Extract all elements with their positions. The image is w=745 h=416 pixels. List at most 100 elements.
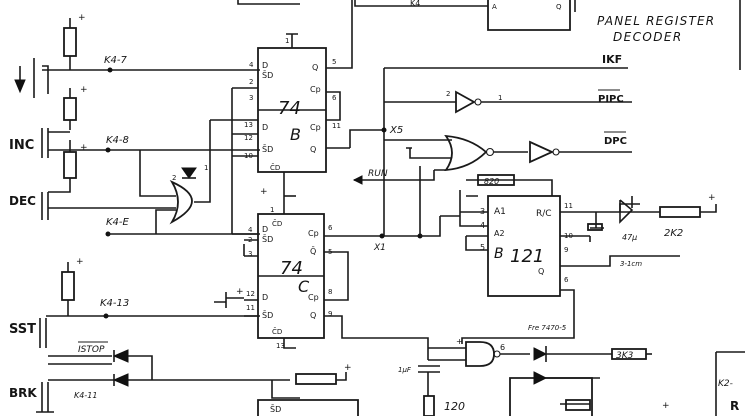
connector-pin-k4-13: K4-13 (100, 298, 129, 309)
plus-sign: + (708, 193, 716, 203)
ic-121-pin-num: 9 (564, 246, 568, 254)
ic-74-b-cp-feedback (326, 91, 341, 121)
down-arrow-head (14, 79, 26, 94)
ic-74-b-pin-name: S̄D (262, 70, 273, 80)
resistor-2k2 (659, 206, 701, 218)
resistor-120 (423, 395, 435, 416)
ic-74-c-pin-name: D (262, 225, 268, 234)
ic-121-q-out (461, 255, 680, 344)
right-partial-wire (715, 351, 745, 416)
ic-74-b-inputs (210, 87, 285, 234)
nand-gate-pin: 6 (500, 343, 505, 352)
x1-to-121 (420, 216, 441, 237)
connector-pin-k4-11: K4-11 (74, 391, 97, 400)
ic-121 (487, 195, 561, 297)
ic-121-pin-name: R/C (536, 209, 552, 219)
resistor-brk-wire (336, 372, 347, 381)
inverter-pin: 2 (446, 90, 450, 98)
timing-note: 3-1cm (620, 260, 642, 268)
resistor-2k2-wire (700, 204, 717, 213)
panel-title-line-2: DECODER (613, 30, 683, 44)
input-label-dec: DEC (9, 194, 36, 208)
trimmer-pot (619, 196, 634, 224)
ic-121-pin-num: 11 (564, 202, 573, 210)
pullup-resistor-1-body (63, 27, 77, 57)
inverter-pipc-bubble (474, 98, 482, 106)
ic-74-c-pin-num: 4 (248, 226, 253, 234)
ic-121-inputs (440, 179, 553, 251)
ic-121-pin-name: Q (538, 267, 544, 276)
top-wire-mid (354, 0, 488, 7)
ic-74-b-pin-num: 5 (332, 58, 336, 66)
pullup-resistor-3-body (63, 151, 77, 179)
ic-74-c-pin-name: Q̄ (310, 246, 316, 256)
plus-sign: + (80, 85, 88, 95)
debounce-led (181, 167, 197, 179)
ic-74-c-pin-num: 8 (328, 288, 332, 296)
ic-74-c-pin-name: C̄D (272, 327, 282, 336)
junction-dot (107, 67, 113, 73)
cap-bottom-label: 1μF (398, 366, 412, 374)
signal-label-x5: X5 (389, 125, 403, 136)
ic-74-b-pin-name: Q (310, 145, 316, 154)
signal-label-istop: ISTOP (78, 345, 105, 355)
resistor-3k3-label: 3K3 (616, 351, 634, 361)
top-partial-ic (487, 0, 571, 31)
bottom-diode (533, 371, 548, 385)
switch-dec-wire (48, 190, 120, 209)
ic-74-b-pin-name: Cp (310, 123, 321, 132)
panel-title-line-1: PANEL REGISTER (597, 14, 715, 28)
ic-74-c-pin-name: S̄D (262, 310, 273, 320)
inverter-pin: 1 (498, 94, 502, 102)
nor-gate-bubble (485, 147, 495, 157)
ic-74-c-cd-wire (283, 338, 296, 349)
capacitor-timing (587, 223, 603, 231)
top-resistor-label: K4 (410, 0, 420, 8)
ic-74-b-pin-num: 11 (332, 122, 341, 130)
nand-gate-wires (428, 347, 530, 361)
nor-gate (444, 134, 488, 172)
ic-74-b-pin-num: 13 (244, 121, 253, 129)
right-edge-letter: R (730, 399, 739, 413)
x5-trunk (349, 68, 385, 236)
junction-dot (103, 313, 109, 319)
debounce-pin: 1 (204, 164, 208, 172)
cap-bottom (418, 365, 440, 396)
bottom-wire-right (546, 377, 600, 405)
bottom-ic-pin-label: S̄D (270, 404, 281, 414)
ic-74-b-pin-name: D (262, 123, 268, 132)
diode-istop-1 (112, 349, 129, 363)
timing-cap-label: 47μ (622, 233, 637, 242)
diode-3k3-bar (545, 346, 612, 362)
ic-74-b-pin-num: 12 (244, 134, 253, 142)
switch-1-contacts (33, 58, 49, 98)
output-label-dpc: DPC (604, 136, 627, 147)
ic-74-b-pin-name: S̄D (262, 144, 273, 154)
output-label-pipc: PIPC (598, 94, 624, 105)
plus-sign: + (260, 187, 268, 197)
ic-74-c-pin-num: 9 (328, 310, 332, 318)
ic-121-pin-name: A2 (494, 229, 505, 238)
ic-74-c-pin-name: Cp (308, 229, 319, 238)
ic-74-c-pin-num: 1 (270, 206, 274, 214)
resistor-820-label: 820 (484, 177, 499, 186)
connector-pin-k4-e: K4-E (106, 217, 130, 228)
brk-down (271, 380, 300, 399)
ic-74-c-unit: C (298, 277, 310, 296)
switch-dec-contacts (41, 192, 49, 220)
plus-sign: + (78, 13, 86, 23)
ic-74-b-unit: B (290, 125, 301, 144)
input-label-inc: INC (9, 138, 34, 153)
junction-dot (381, 127, 387, 133)
ic-74-c-out-q (324, 315, 429, 360)
junction-dot (105, 147, 111, 153)
input-label-brk: BRK (9, 386, 37, 400)
right-partial-label: K2- (718, 379, 733, 389)
istop-wire (48, 355, 112, 365)
nand-gate-6 (465, 341, 495, 367)
debounce-gate-wires (120, 120, 211, 234)
plus-sign: + (456, 337, 463, 346)
resistor-brk (295, 373, 337, 385)
ic-121-unit: B (494, 246, 504, 262)
resistor-bottom-right (565, 399, 591, 411)
